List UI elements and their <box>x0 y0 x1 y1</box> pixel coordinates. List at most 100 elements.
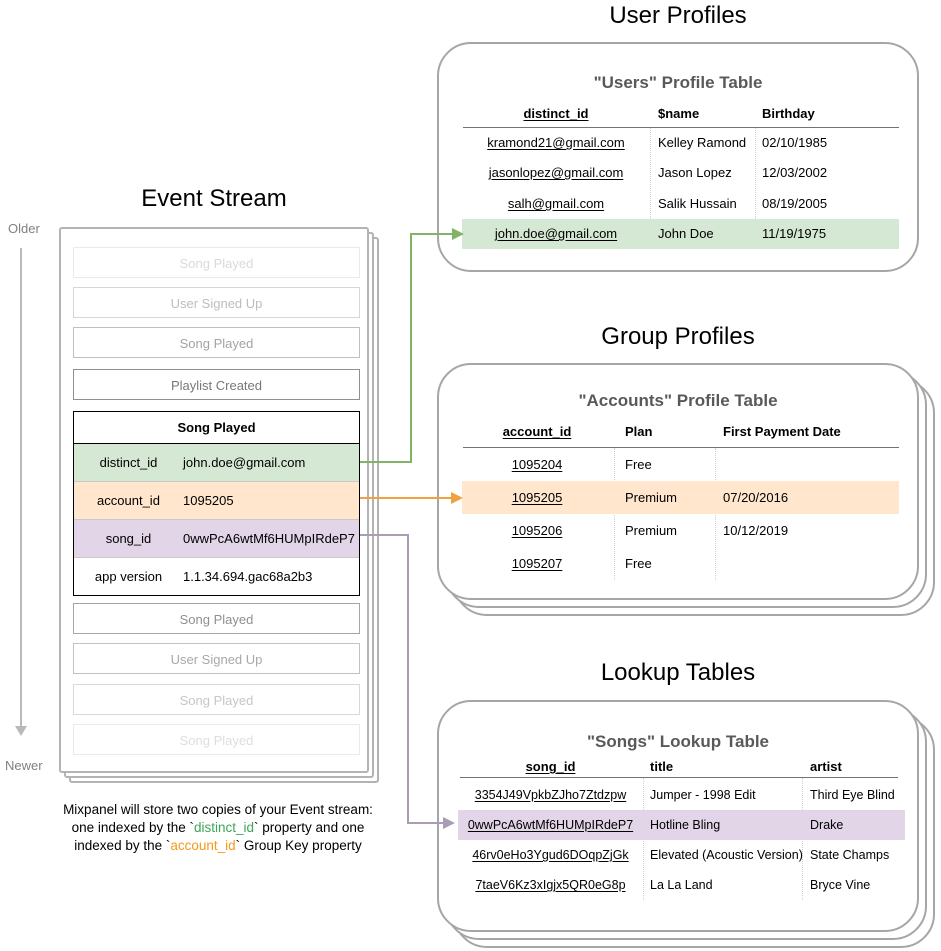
user-profiles-title: User Profiles <box>609 2 747 29</box>
caption-line-1: Mixpanel will store two copies of your E… <box>63 802 373 817</box>
accounts-table-title: "Accounts" Profile Table <box>578 391 778 410</box>
name-cell: Salik Hussain <box>658 196 737 211</box>
table-row: 1095206 Premium 10/12/2019 <box>462 514 899 547</box>
songs-col-header-song-id: song_id <box>525 759 576 774</box>
account-id-cell: 1095207 <box>511 556 563 571</box>
accounts-col-header-account-id: account_id <box>502 424 572 439</box>
birthday-cell: 02/10/1985 <box>762 135 828 150</box>
account-id-code: account_id <box>170 838 236 853</box>
accounts-header-rule <box>463 447 899 448</box>
song-id-cell: 3354J49VpkbZJho7Ztdzpw <box>474 788 627 802</box>
time-axis-line <box>20 248 22 726</box>
artist-cell: Drake <box>810 818 844 832</box>
event-label: Song Played <box>179 612 254 627</box>
account-id-cell: 1095206 <box>511 523 563 538</box>
older-label: Older <box>8 221 40 236</box>
distinct-id-cell: john.doe@gmail.com <box>494 226 618 241</box>
event-property-account-id: account_id 1095205 <box>74 481 359 519</box>
property-value: 0wwPcA6wtMf6HUMpIRdeP7 <box>183 531 355 546</box>
users-col-header-birthday: Birthday <box>762 106 815 121</box>
caption-line-2: one indexed by the `distinct_id` propert… <box>24 819 412 837</box>
account-id-cell: 1095204 <box>511 457 563 472</box>
event-label: Song Played <box>179 256 254 271</box>
song-title-cell: Elevated (Acoustic Version) <box>650 848 803 862</box>
distinct-id-code: distinct_id <box>193 820 255 835</box>
table-row: 3354J49VpkbZJho7Ztdzpw Jumper - 1998 Edi… <box>458 780 905 810</box>
table-row: 46rv0eHo3Ygud6DOqpZjGk Elevated (Acousti… <box>458 840 905 870</box>
event-property-app-version: app version 1.1.34.694.gac68a2b3 <box>74 557 359 595</box>
expanded-event-card: Song Played distinct_id john.doe@gmail.c… <box>73 411 360 596</box>
song-id-arrow <box>360 534 409 536</box>
caption-text: ` Group Key property <box>235 838 362 853</box>
song-title-cell: Hotline Bling <box>650 818 721 832</box>
footnote-caption: Mixpanel will store two copies of your E… <box>24 801 412 855</box>
account-id-arrow <box>360 497 451 499</box>
event-label: Song Played <box>179 336 254 351</box>
name-cell: John Doe <box>658 226 714 241</box>
table-row: salh@gmail.com Salik Hussain 08/19/2005 <box>462 189 899 219</box>
distinct-id-cell: jasonlopez@gmail.com <box>488 165 624 180</box>
song-id-arrow <box>409 822 443 824</box>
distinct-id-arrow <box>412 233 452 235</box>
table-row: 1095207 Free <box>462 547 899 580</box>
accounts-column-divider <box>715 448 716 580</box>
distinct-id-arrowhead-icon <box>452 228 464 240</box>
song-id-cell: 0wwPcA6wtMf6HUMpIRdeP7 <box>467 818 634 832</box>
caption-line-3: indexed by the `account_id` Group Key pr… <box>24 837 412 855</box>
plan-cell: Premium <box>625 523 678 538</box>
accounts-column-divider <box>614 448 615 580</box>
first-payment-date-cell: 10/12/2019 <box>723 523 789 538</box>
plan-cell: Premium <box>625 490 678 505</box>
event-label: Song Played <box>179 733 254 748</box>
table-row: 7taeV6Kz3xIgjx5QR0eG8p La La Land Bryce … <box>458 870 905 900</box>
table-row-highlighted: john.doe@gmail.com John Doe 11/19/1975 <box>462 219 899 249</box>
users-column-divider <box>650 128 651 249</box>
expanded-event-title: Song Played <box>74 412 359 444</box>
song-id-arrowhead-icon <box>443 817 455 829</box>
first-payment-date-cell: 07/20/2016 <box>723 490 789 505</box>
song-id-cell: 7taeV6Kz3xIgjx5QR0eG8p <box>475 878 626 892</box>
event-box: Song Played <box>73 684 360 715</box>
event-box: Song Played <box>73 724 360 755</box>
table-row-highlighted: 1095205 Premium 07/20/2016 <box>462 481 899 514</box>
event-box: User Signed Up <box>73 287 360 318</box>
property-value: 1095205 <box>183 493 234 508</box>
users-col-header-distinct-id: distinct_id <box>523 106 589 121</box>
event-property-song-id: song_id 0wwPcA6wtMf6HUMpIRdeP7 <box>74 519 359 557</box>
name-cell: Jason Lopez <box>658 165 732 180</box>
property-key: distinct_id <box>99 455 158 470</box>
song-id-cell: 46rv0eHo3Ygud6DOqpZjGk <box>472 848 629 862</box>
account-id-cell: 1095205 <box>511 490 563 505</box>
users-column-divider <box>755 128 756 249</box>
event-box: Song Played <box>73 327 360 358</box>
caption-text: ` property and one <box>254 820 365 835</box>
songs-col-header-artist: artist <box>810 759 842 774</box>
distinct-id-arrow <box>410 233 412 463</box>
property-key: app version <box>94 569 163 584</box>
song-id-arrow <box>407 534 409 824</box>
table-row: jasonlopez@gmail.com Jason Lopez 12/03/2… <box>462 158 899 188</box>
name-cell: Kelley Ramond <box>658 135 747 150</box>
distinct-id-arrow <box>360 461 412 463</box>
birthday-cell: 08/19/2005 <box>762 196 828 211</box>
table-row-highlighted: 0wwPcA6wtMf6HUMpIRdeP7 Hotline Bling Dra… <box>458 810 905 840</box>
accounts-col-header-first-payment-date: First Payment Date <box>723 424 841 439</box>
users-col-header-name: $name <box>658 106 700 121</box>
table-row: 1095204 Free <box>462 448 899 481</box>
artist-cell: Bryce Vine <box>810 878 871 892</box>
song-title-cell: La La Land <box>650 878 713 892</box>
songs-table-title: "Songs" Lookup Table <box>586 732 770 751</box>
event-label: User Signed Up <box>170 652 263 667</box>
group-profiles-title: Group Profiles <box>601 323 755 350</box>
event-box: User Signed Up <box>73 643 360 674</box>
distinct-id-cell: kramond21@gmail.com <box>487 135 625 150</box>
artist-cell: State Champs <box>810 848 890 862</box>
accounts-col-header-plan: Plan <box>625 424 653 439</box>
caption-text: one indexed by the ` <box>71 820 194 835</box>
event-box: Playlist Created <box>73 369 360 400</box>
distinct-id-cell: salh@gmail.com <box>507 196 605 211</box>
songs-header-rule <box>460 777 898 778</box>
property-key: song_id <box>105 531 152 546</box>
song-title-cell: Jumper - 1998 Edit <box>650 788 756 802</box>
